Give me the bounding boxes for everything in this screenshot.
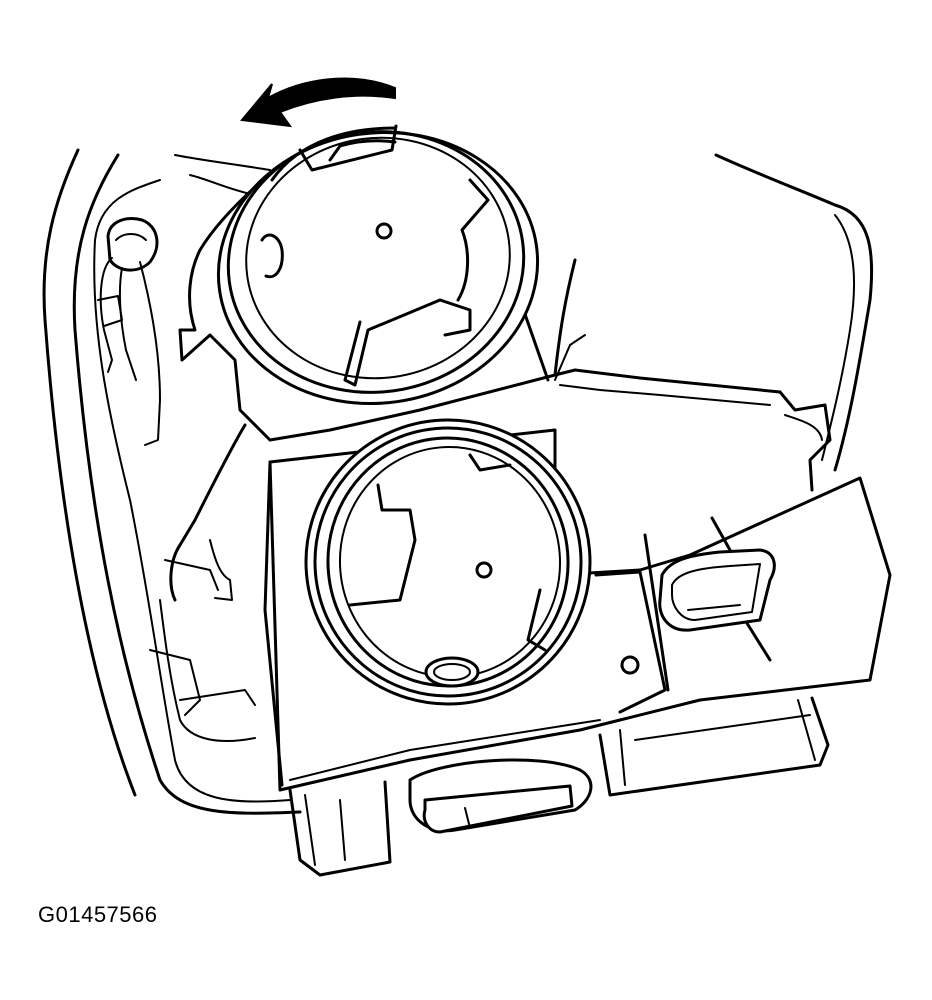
- headlamp-housing: [44, 150, 872, 813]
- upper-bulb-socket: [201, 112, 555, 424]
- figure-id-caption: G01457566: [38, 902, 158, 927]
- harness-connector: [645, 518, 774, 690]
- adjuster-screw: [98, 219, 160, 445]
- lower-bulb-socket: [294, 408, 602, 716]
- bottom-connectors: [290, 698, 828, 875]
- rotation-arrow-icon: [242, 79, 395, 126]
